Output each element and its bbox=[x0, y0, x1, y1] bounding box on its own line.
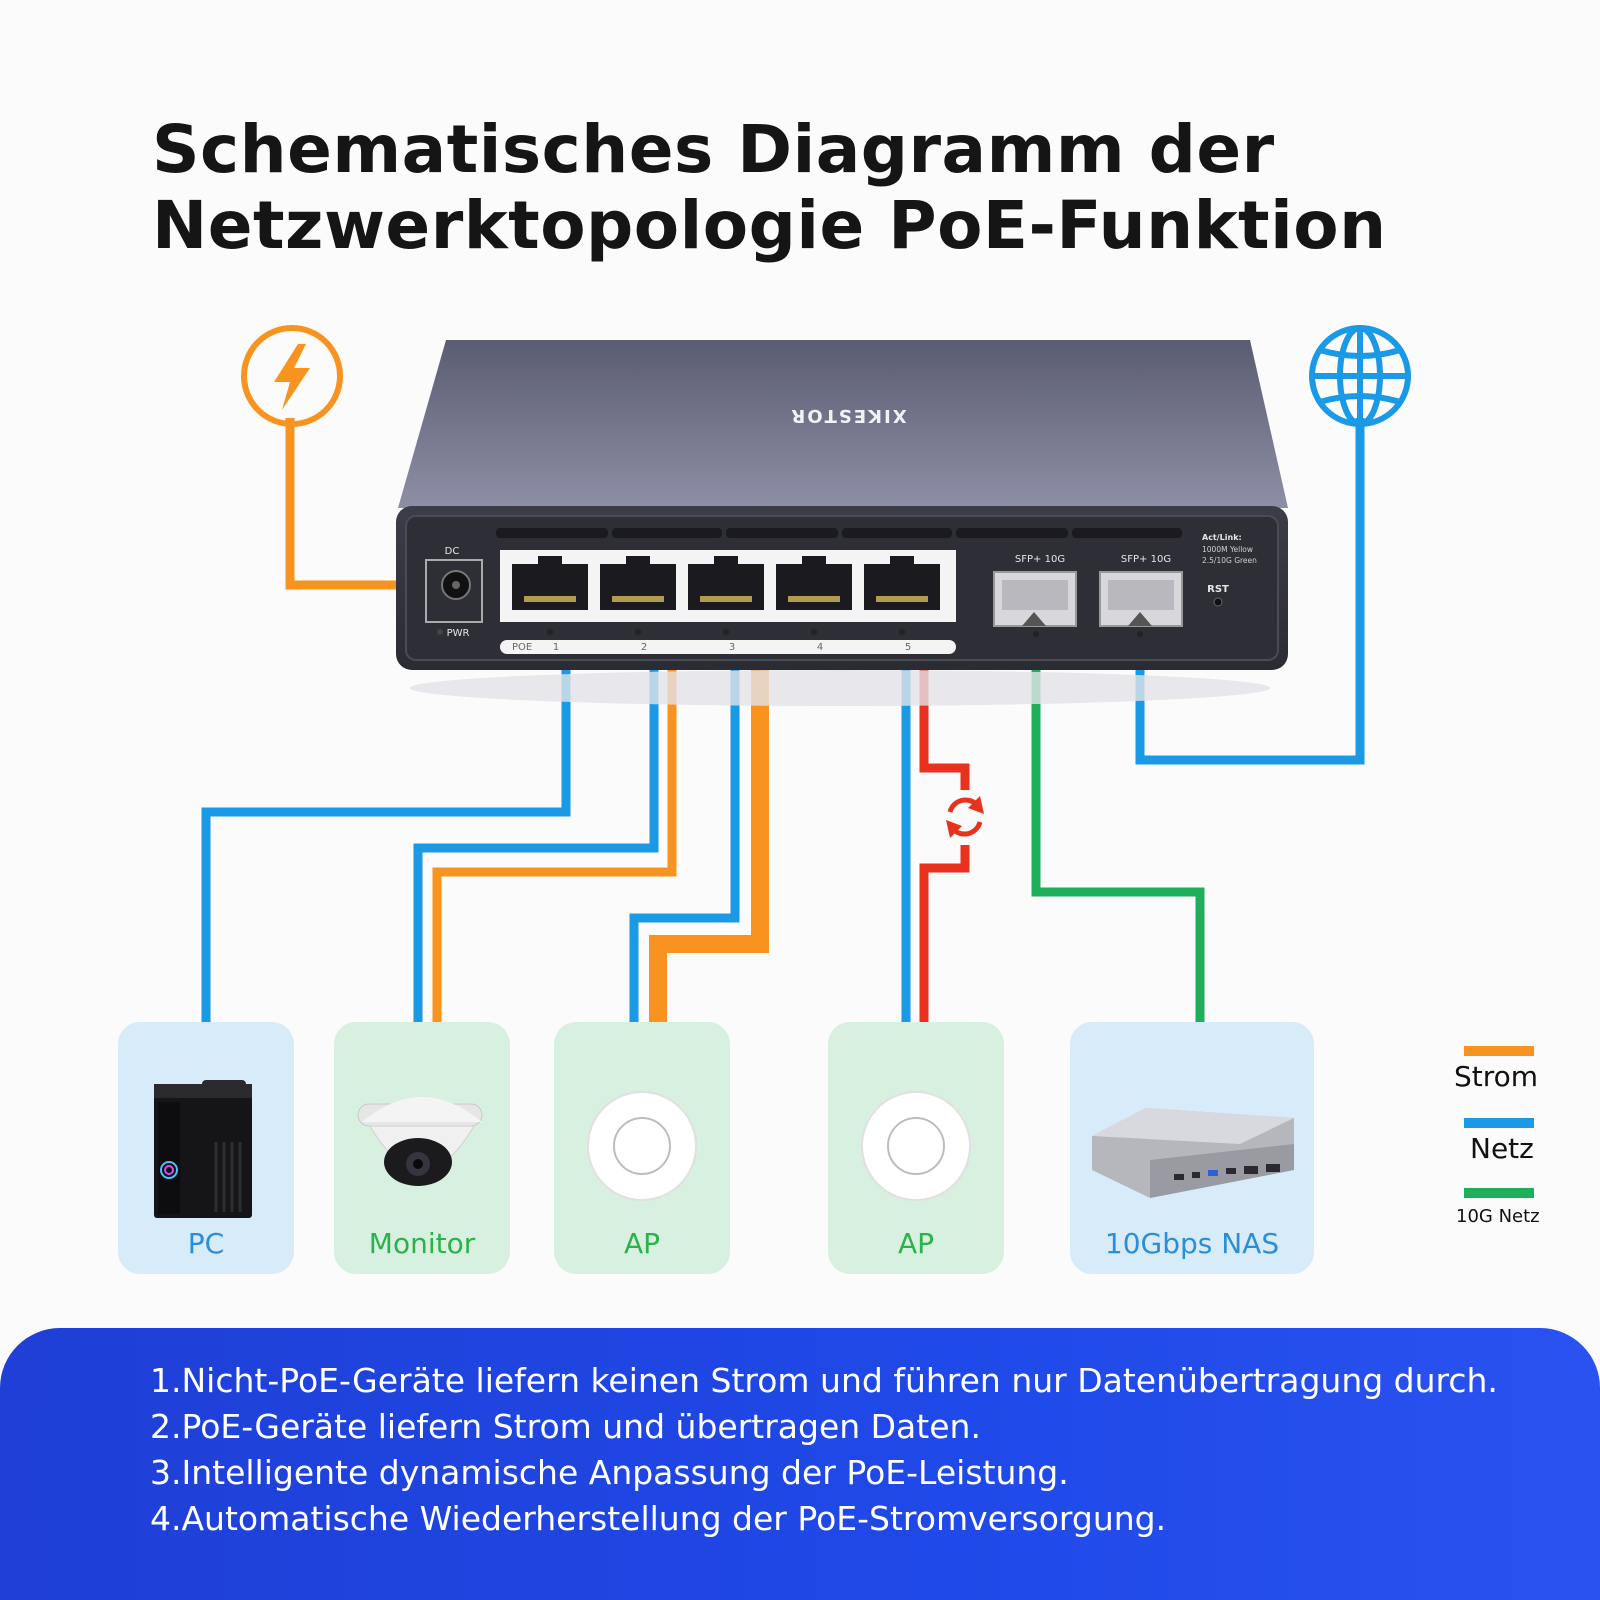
act-link-line-1: 1000M Yellow bbox=[1202, 545, 1253, 554]
legend-swatch-power bbox=[1464, 1046, 1534, 1056]
legend-swatch-data bbox=[1464, 1118, 1534, 1128]
data-line-pc bbox=[201, 642, 571, 1022]
rj45-port-5 bbox=[864, 556, 940, 635]
network-switch: XIKESTOR DC PWR POE 1 2 3 4 5 bbox=[396, 340, 1288, 706]
topology-diagram: XIKESTOR DC PWR POE 1 2 3 4 5 bbox=[201, 325, 1411, 1022]
device-card-ap-1: AP bbox=[554, 1022, 730, 1274]
legend-label-data10g: 10G Netz bbox=[1456, 1206, 1540, 1227]
poe-label: POE bbox=[512, 642, 532, 653]
act-link-title: Act/Link: bbox=[1202, 533, 1242, 542]
device-label-ap-2: AP bbox=[897, 1227, 935, 1260]
device-card-nas: 10Gbps NAS bbox=[1070, 1022, 1314, 1274]
legend-item-data10g: 10G Netz bbox=[1430, 1188, 1580, 1227]
recovery-line-bottom bbox=[919, 845, 970, 1022]
data10g-line-nas bbox=[1031, 642, 1205, 1022]
rst-button bbox=[1213, 597, 1223, 607]
power-line-monitor bbox=[432, 642, 677, 1022]
port-number-4: 4 bbox=[817, 642, 823, 653]
title-line-2: Netzwerktopologie PoE-Funktion bbox=[152, 187, 1387, 264]
power-line-ap1 bbox=[649, 642, 769, 1022]
access-point-icon bbox=[587, 1091, 697, 1201]
rj45-port-3 bbox=[688, 556, 764, 635]
rj45-port-2 bbox=[600, 556, 676, 635]
rj45-port-4 bbox=[776, 556, 852, 635]
sfp-label-2: SFP+ 10G bbox=[1121, 554, 1171, 565]
device-card-pc: PC bbox=[118, 1022, 294, 1274]
recovery-arrows-icon bbox=[946, 796, 984, 838]
device-label-monitor: Monitor bbox=[368, 1227, 476, 1260]
device-label-pc: PC bbox=[187, 1227, 225, 1260]
globe-icon bbox=[1309, 325, 1411, 427]
switch-brand: XIKESTOR bbox=[789, 405, 906, 426]
rj45-port-1 bbox=[512, 556, 588, 635]
notes-panel: 1.Nicht-PoE-Geräte liefern keinen Strom … bbox=[0, 1328, 1600, 1600]
legend-item-data: Netz bbox=[1430, 1118, 1580, 1165]
switch-top bbox=[398, 340, 1288, 508]
data-line-internet bbox=[1135, 418, 1365, 765]
note-item: 4.Automatische Wiederherstellung der PoE… bbox=[150, 1499, 1167, 1538]
device-label-ap-1: AP bbox=[623, 1227, 661, 1260]
sfp-port-1 bbox=[993, 571, 1077, 627]
nas-box-icon bbox=[1092, 1108, 1294, 1198]
access-point-icon bbox=[861, 1091, 971, 1201]
note-item: 2.PoE-Geräte liefern Strom und übertrage… bbox=[150, 1407, 981, 1446]
device-card-ap-2: AP bbox=[828, 1022, 1004, 1274]
device-label-nas: 10Gbps NAS bbox=[1104, 1227, 1280, 1260]
act-link-line-2: 2.5/10G Green bbox=[1202, 556, 1257, 565]
dc-label: DC bbox=[445, 546, 460, 557]
data-line-ap1 bbox=[629, 642, 740, 1022]
legend-swatch-data10g bbox=[1464, 1188, 1534, 1198]
legend-label-data: Netz bbox=[1470, 1132, 1534, 1165]
pwr-label: PWR bbox=[447, 628, 470, 639]
device-card-monitor: Monitor bbox=[334, 1022, 510, 1274]
note-item: 3.Intelligente dynamische Anpassung der … bbox=[150, 1453, 1069, 1492]
note-item: 1.Nicht-PoE-Geräte liefern keinen Strom … bbox=[150, 1361, 1498, 1400]
title-line-1: Schematisches Diagramm der bbox=[152, 111, 1275, 188]
legend-item-power: Strom bbox=[1430, 1046, 1580, 1093]
notes-list: 1.Nicht-PoE-Geräte liefern keinen Strom … bbox=[150, 1358, 1590, 1542]
data-line-monitor bbox=[413, 642, 659, 1022]
connection-lines bbox=[201, 418, 1365, 1022]
tower-pc-icon bbox=[154, 1080, 252, 1218]
dome-camera-icon bbox=[357, 1097, 483, 1186]
port-number-1: 1 bbox=[553, 642, 559, 653]
rst-label: RST bbox=[1207, 584, 1229, 595]
lightning-icon bbox=[241, 325, 343, 427]
port-number-2: 2 bbox=[641, 642, 647, 653]
dc-port-frame bbox=[425, 559, 483, 623]
sfp-label-1: SFP+ 10G bbox=[1015, 554, 1065, 565]
port-number-5: 5 bbox=[905, 642, 911, 653]
port-number-3: 3 bbox=[729, 642, 735, 653]
sfp-port-2 bbox=[1099, 571, 1183, 627]
diagram-title: Schematisches Diagramm der Netzwerktopol… bbox=[152, 112, 1452, 264]
legend-label-power: Strom bbox=[1454, 1060, 1539, 1093]
power-line-dc bbox=[285, 418, 446, 590]
